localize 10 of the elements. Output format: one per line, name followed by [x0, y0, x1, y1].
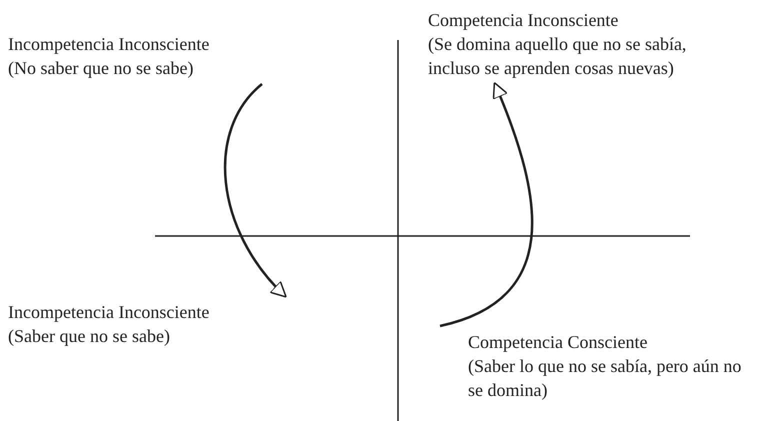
- quadrant-description: (No saber que no se sabe): [8, 57, 194, 80]
- quadrant-heading: Competencia Consciente: [468, 331, 648, 354]
- quadrant-description: (Saber que no se sabe): [8, 325, 171, 348]
- quadrant-heading: Incompetencia Inconsciente: [8, 301, 210, 324]
- curved-arrow: [224, 83, 287, 298]
- curved-arrow: [440, 82, 534, 328]
- quadrant-heading: Competencia Inconsciente: [428, 9, 620, 32]
- quadrant-description: (Saber lo que no se sabía, pero aún no se domina): [468, 355, 742, 402]
- quadrant-description: (Se domina aquello que no se sabía, incluso se aprenden cosas nuevas): [428, 33, 688, 80]
- quadrant-heading: Incompetencia Inconsciente: [8, 33, 210, 56]
